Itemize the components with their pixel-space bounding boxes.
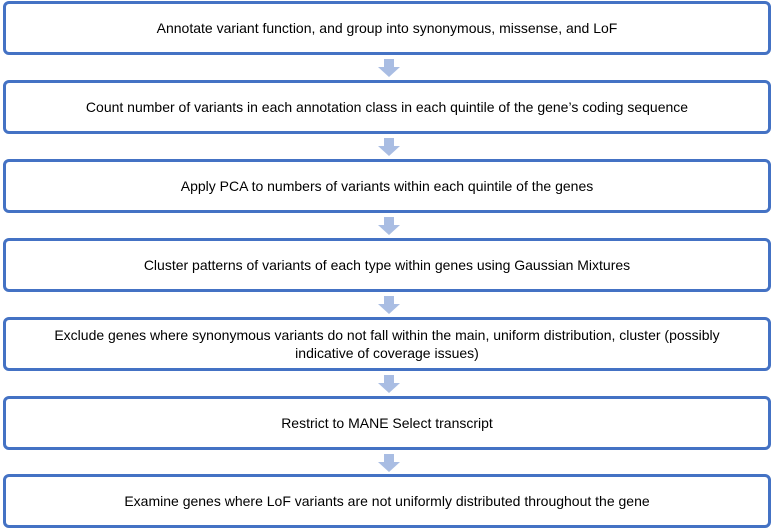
step-4-text: Cluster patterns of variants of each typ…: [143, 257, 631, 273]
down-arrow-icon: [378, 217, 400, 235]
step-3-apply-pca: Apply PCA to numbers of variants within …: [3, 159, 771, 213]
step-7-examine-genes: Examine genes where LoF variants are not…: [3, 474, 771, 528]
step-2-count-variants: Count number of variants in each annotat…: [3, 80, 771, 134]
step-6-restrict-mane: Restrict to MANE Select transcript: [3, 396, 771, 450]
step-3-text: Apply PCA to numbers of variants within …: [180, 178, 594, 194]
down-arrow-icon: [378, 138, 400, 156]
step-5-exclude-genes: Exclude genes where synonymous variants …: [3, 317, 771, 371]
step-5-text: Exclude genes where synonymous variants …: [54, 327, 720, 361]
step-7-text: Examine genes where LoF variants are not…: [124, 493, 650, 509]
down-arrow-icon: [378, 296, 400, 314]
down-arrow-icon: [378, 375, 400, 393]
down-arrow-icon: [378, 59, 400, 77]
step-2-text: Count number of variants in each annotat…: [85, 99, 689, 115]
step-1-text: Annotate variant function, and group int…: [156, 20, 618, 36]
step-6-text: Restrict to MANE Select transcript: [281, 415, 493, 431]
step-1-annotate-variants: Annotate variant function, and group int…: [3, 1, 771, 55]
down-arrow-icon: [378, 454, 400, 472]
step-4-cluster-patterns: Cluster patterns of variants of each typ…: [3, 238, 771, 292]
